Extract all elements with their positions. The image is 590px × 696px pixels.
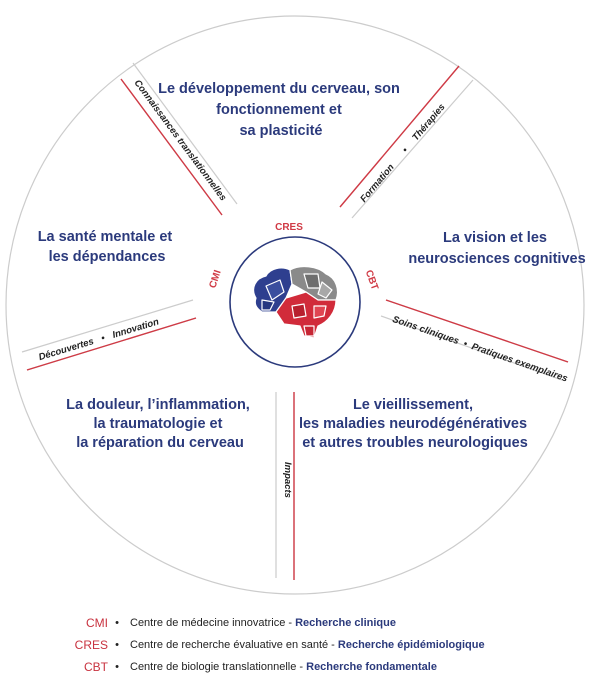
svg-text:•: • bbox=[400, 145, 411, 155]
center-label-cres: CRES bbox=[275, 222, 303, 233]
legend: CMI • Centre de médecine innovatrice - R… bbox=[70, 612, 570, 678]
divider-label-bottom: Impacts bbox=[282, 462, 293, 498]
legend-row-cbt: CBT • Centre de biologie translationnell… bbox=[70, 656, 570, 678]
svg-text:•: • bbox=[100, 333, 107, 345]
bullet-icon: • bbox=[115, 639, 119, 651]
legend-domain: Recherche fondamentale bbox=[306, 661, 437, 673]
segment-title-top: Le développement du cerveau, son fonctio… bbox=[158, 81, 404, 139]
legend-name: Centre de recherche évaluative en santé … bbox=[130, 639, 335, 651]
brain-icon bbox=[253, 265, 339, 339]
segment-title-right: La vision et les neurosciences cognitive… bbox=[408, 230, 585, 267]
legend-code: CMI bbox=[86, 616, 108, 630]
legend-row-cres: CRES • Centre de recherche évaluative en… bbox=[70, 634, 570, 656]
legend-domain: Recherche clinique bbox=[295, 617, 396, 629]
divider-accents bbox=[26, 65, 569, 580]
bullet-icon: • bbox=[115, 617, 119, 629]
segment-title-bottom-right: Le vieillissement, les maladies neurodég… bbox=[299, 397, 531, 451]
segment-title-left: La santé mentale et les dépendances bbox=[38, 229, 177, 265]
legend-code: CBT bbox=[84, 660, 108, 674]
svg-text:•: • bbox=[462, 338, 469, 350]
legend-row-cmi: CMI • Centre de médecine innovatrice - R… bbox=[70, 612, 570, 634]
legend-code: CRES bbox=[74, 638, 108, 652]
legend-name: Centre de biologie translationnelle - bbox=[130, 661, 304, 673]
bullet-icon: • bbox=[115, 661, 119, 673]
center-label-cmi: CMI bbox=[208, 269, 224, 290]
segment-title-bottom-left: La douleur, l’inflammation, la traumatol… bbox=[66, 397, 254, 451]
legend-domain: Recherche épidémiologique bbox=[337, 639, 485, 651]
legend-name: Centre de médecine innovatrice - bbox=[130, 617, 293, 629]
